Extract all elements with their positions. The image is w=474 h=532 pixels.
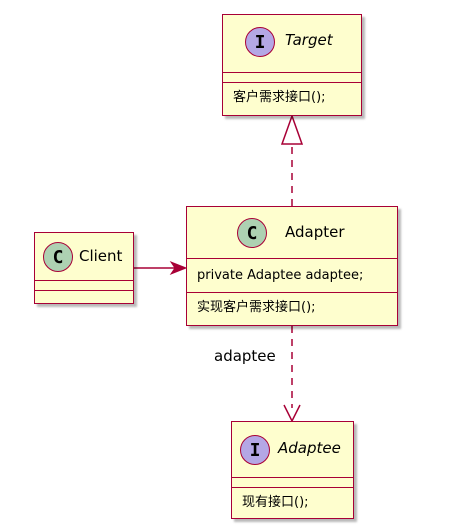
adapter-header: C Adapter [187, 207, 397, 259]
association-arrowhead [169, 260, 188, 276]
target-fields [223, 73, 361, 83]
client-methods [35, 291, 133, 302]
adaptee-method: 现有接口(); [242, 495, 309, 510]
adaptee-methods: 现有接口(); [232, 488, 353, 518]
adapter-class-name: Adapter [285, 223, 345, 241]
adaptee-class-name: Adaptee [278, 439, 341, 457]
adaptee-header: I Adaptee [232, 422, 353, 478]
dependency-label: adaptee [214, 347, 276, 365]
target-methods: 客户需求接口(); [223, 83, 361, 114]
target-interface[interactable]: I Target 客户需求接口(); [222, 14, 362, 116]
target-class-name: Target [285, 31, 333, 49]
interface-stereotype-icon: I [240, 435, 270, 465]
client-header: C Client [35, 233, 133, 281]
adapter-fields: private Adaptee adaptee; [187, 259, 397, 293]
adapter-methods: 实现客户需求接口(); [187, 293, 397, 324]
adapter-class[interactable]: C Adapter private Adaptee adaptee; 实现客户需… [186, 206, 398, 326]
target-header: I Target [223, 15, 361, 73]
class-stereotype-icon: C [43, 242, 73, 272]
interface-stereotype-icon: I [245, 27, 275, 57]
client-class[interactable]: C Client [34, 232, 134, 304]
adaptee-interface[interactable]: I Adaptee 现有接口(); [231, 421, 354, 519]
client-class-name: Client [79, 247, 123, 265]
adapter-field: private Adaptee adaptee; [197, 268, 364, 283]
client-fields [35, 281, 133, 291]
adaptee-fields [232, 478, 353, 488]
adapter-method: 实现客户需求接口(); [197, 300, 316, 315]
realization-hollow-arrowhead [280, 113, 304, 145]
target-method: 客户需求接口(); [233, 90, 326, 105]
class-stereotype-icon: C [237, 218, 267, 248]
